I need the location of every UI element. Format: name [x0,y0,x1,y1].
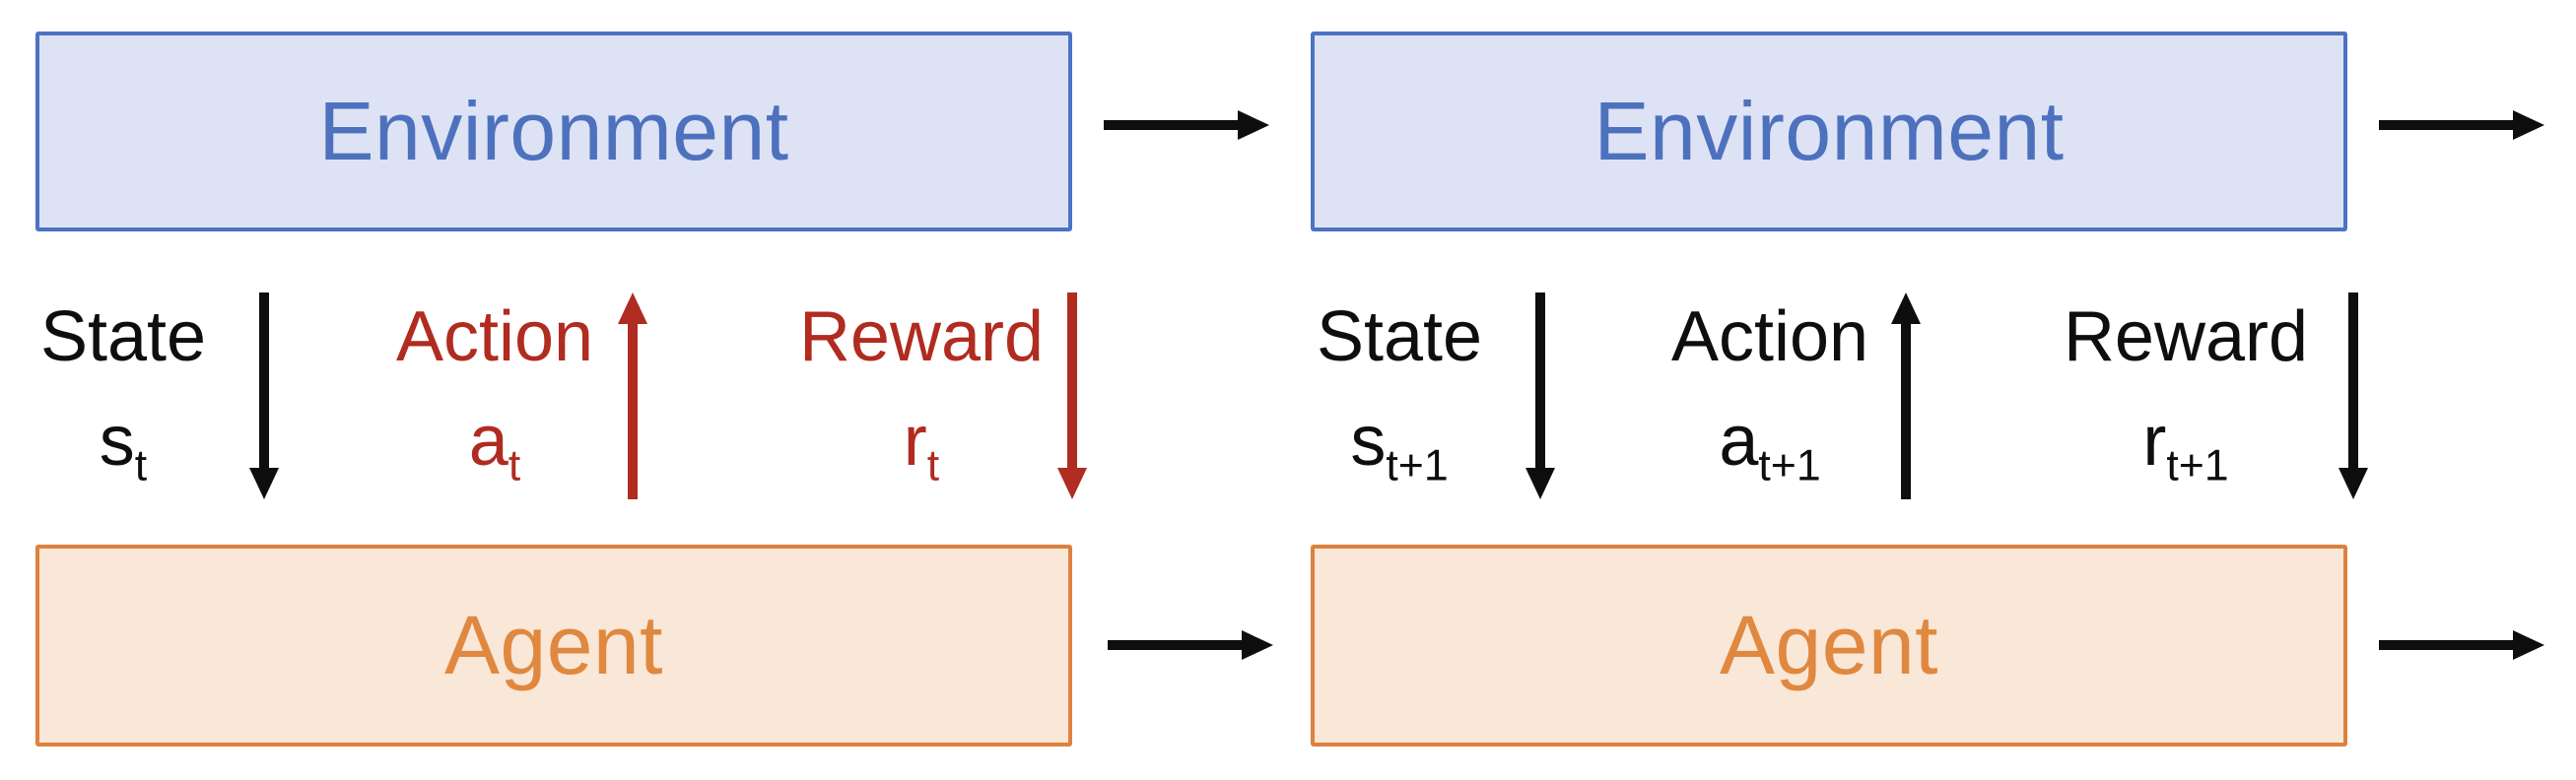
state-word-t: State [39,297,207,376]
environment-label-t1: Environment [1593,85,2065,177]
agent-box-t: Agent [35,545,1072,747]
action-word-t: Action [395,297,594,376]
agent-next-arrow [2379,640,2513,650]
environment-label-t: Environment [318,85,789,177]
action-up-arrow-t [628,324,638,499]
environment-box-t1: Environment [1311,32,2347,231]
action-symbol-t: at [468,402,521,490]
agent-box-t1: Agent [1311,545,2347,747]
agent-transition-arrow [1108,640,1242,650]
action-label-t: Action at [337,297,652,490]
reward-word-t: Reward [798,297,1045,376]
action-word-t1: Action [1670,297,1869,376]
action-symbol-t1: at+1 [1719,402,1821,490]
reward-label-t1: Reward rt+1 [2028,297,2343,490]
reward-down-arrow-t1 [2348,292,2358,468]
environment-next-arrow [2379,120,2513,130]
action-up-arrow-t1 [1901,324,1911,499]
state-symbol-t: st [99,402,148,490]
environment-box-t: Environment [35,32,1072,231]
state-label-t: State st [0,297,281,490]
reward-down-arrow-t [1067,292,1077,468]
state-label-t1: State st+1 [1242,297,1557,490]
reward-symbol-t1: rt+1 [2142,402,2229,490]
agent-label-t1: Agent [1719,599,1938,691]
reward-label-t: Reward rt [764,297,1079,490]
state-word-t1: State [1316,297,1483,376]
environment-transition-arrow [1104,120,1238,130]
agent-label-t: Agent [443,599,663,691]
state-down-arrow-t [259,292,269,468]
reward-word-t1: Reward [2063,297,2309,376]
state-symbol-t1: st+1 [1350,402,1449,490]
reward-symbol-t: rt [903,402,940,490]
action-label-t1: Action at+1 [1612,297,1928,490]
state-down-arrow-t1 [1535,292,1545,468]
